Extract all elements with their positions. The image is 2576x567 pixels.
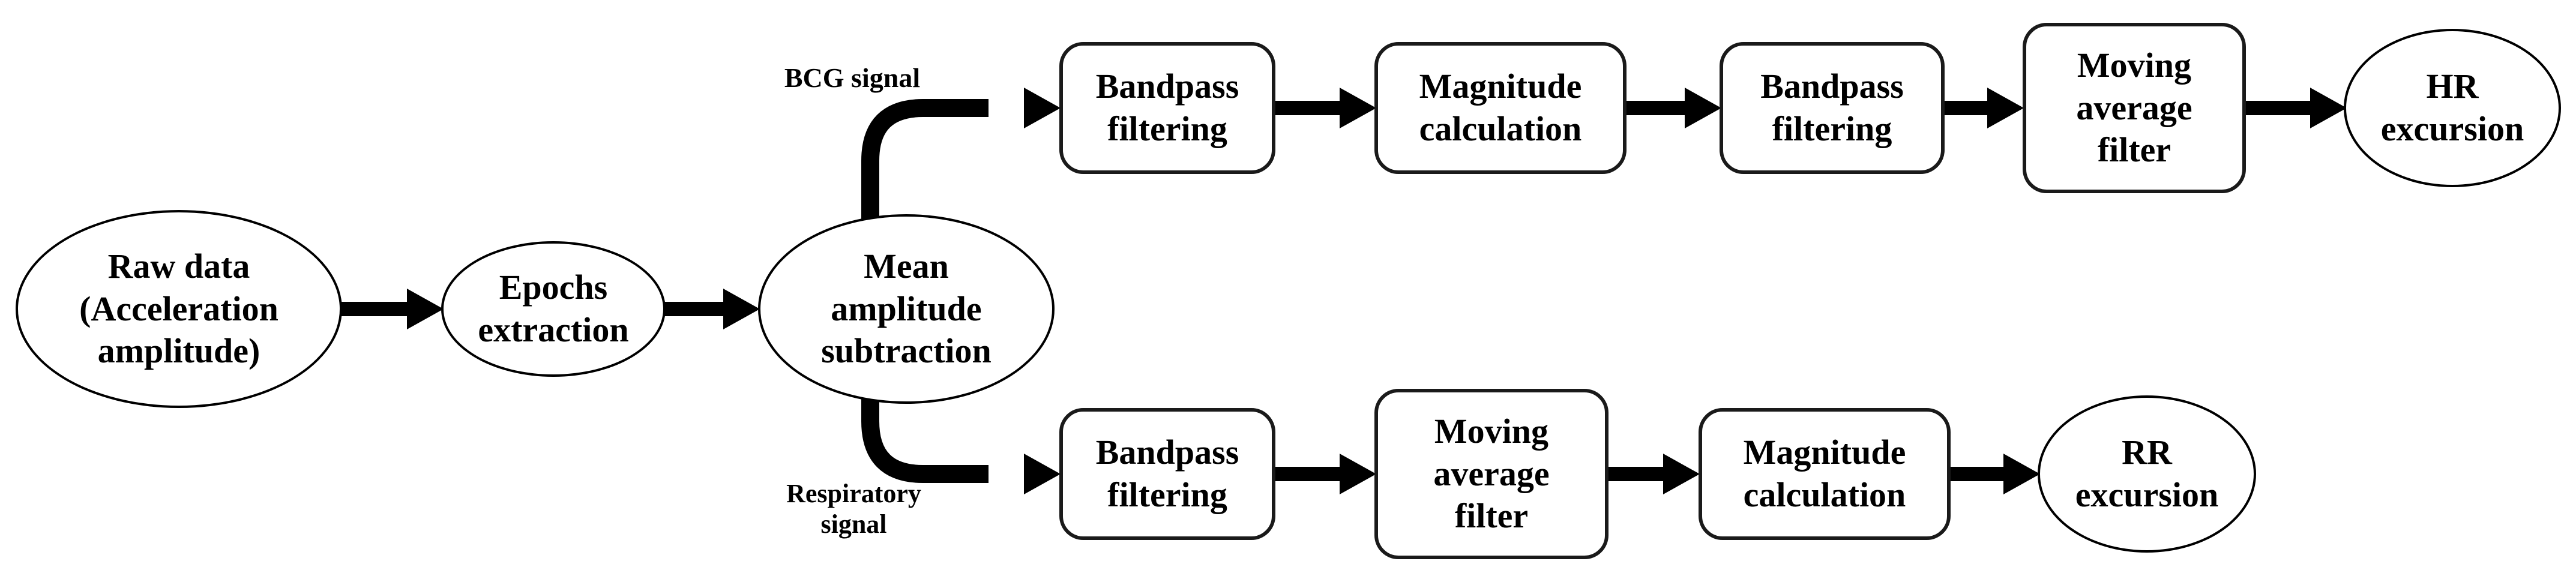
node-mean-amplitude-subtraction: Mean amplitude subtraction [758, 214, 1055, 404]
arrowhead-bp3-to-maf2 [1340, 454, 1376, 494]
node-rr-excursion-label: RR excursion [2075, 433, 2219, 514]
node-raw-data-label: Raw data (Acceleration amplitude) [79, 246, 278, 371]
node-rr-excursion: RR excursion [2038, 395, 2256, 553]
node-epochs-extraction-label: Epochs extraction [478, 268, 629, 349]
arrow-mean-to-resp-branch [861, 378, 989, 483]
arrowhead-mean-to-bcg-branch [1024, 88, 1061, 128]
node-bcg-magnitude-calculation-label: Magnitude calculation [1419, 67, 1582, 148]
arrowhead-mean-to-resp-branch [1024, 454, 1061, 494]
node-hr-excursion-label: HR excursion [2380, 67, 2524, 148]
node-raw-data: Raw data (Acceleration amplitude) [16, 210, 342, 408]
node-mean-amplitude-subtraction-label: Mean amplitude subtraction [821, 246, 992, 371]
label-bcg-signal: BCG signal [784, 62, 921, 93]
arrow-mean-to-bcg-branch [861, 99, 989, 240]
node-bcg-bandpass-filtering-2-label: Bandpass filtering [1760, 67, 1904, 148]
arrowhead-maf2-to-mag2 [1663, 454, 1700, 494]
node-resp-bandpass-filtering: Bandpass filtering [1059, 408, 1275, 540]
arrowhead-mag2-to-rr [2003, 454, 2040, 494]
arrowhead-epochs-to-mean [723, 289, 760, 329]
node-bcg-magnitude-calculation: Magnitude calculation [1374, 42, 1627, 174]
node-bcg-bandpass-filtering-label: Bandpass filtering [1095, 67, 1239, 148]
node-resp-moving-average-filter-label: Moving average filter [1433, 411, 1550, 536]
arrowhead-mag1-to-bp2 [1685, 88, 1721, 128]
node-bcg-moving-average-filter-label: Moving average filter [2076, 45, 2192, 170]
label-respiratory-signal: Respiratory signal [786, 479, 921, 539]
node-resp-bandpass-filtering-label: Bandpass filtering [1095, 433, 1239, 514]
arrowhead-bp2-to-maf1 [1987, 88, 2024, 128]
arrowhead-raw-to-epochs [407, 289, 444, 329]
node-epochs-extraction: Epochs extraction [441, 241, 666, 377]
node-resp-moving-average-filter: Moving average filter [1374, 389, 1608, 559]
node-bcg-bandpass-filtering: Bandpass filtering [1059, 42, 1275, 174]
arrowhead-maf1-to-hr [2310, 88, 2347, 128]
node-resp-magnitude-calculation: Magnitude calculation [1699, 408, 1951, 540]
arrowhead-bp1-to-mag1 [1340, 88, 1376, 128]
node-hr-excursion: HR excursion [2344, 29, 2561, 187]
node-resp-magnitude-calculation-label: Magnitude calculation [1743, 433, 1906, 514]
node-bcg-bandpass-filtering-2: Bandpass filtering [1720, 42, 1945, 174]
node-bcg-moving-average-filter: Moving average filter [2023, 23, 2246, 193]
